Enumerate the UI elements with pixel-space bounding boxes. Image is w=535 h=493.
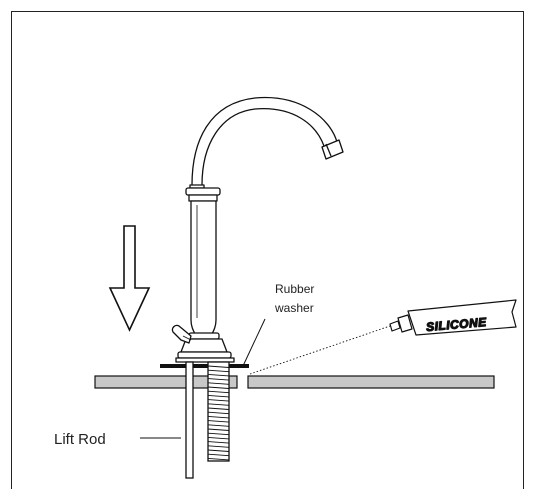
- lift-rod: [185, 361, 194, 479]
- thread-line: [207, 457, 230, 461]
- silicone-tube-icon: SILICONE: [389, 299, 517, 336]
- thread-line: [207, 411, 230, 415]
- thread-line: [207, 428, 230, 431]
- thread-line: [207, 369, 230, 373]
- thread-line: [207, 403, 230, 406]
- silicone-label: SILICONE: [426, 315, 488, 334]
- silicone-dotted-line: [249, 325, 391, 375]
- thread-line: [207, 436, 230, 440]
- countertop-left: [94, 375, 238, 389]
- rubber-washer-label-line2: washer: [274, 301, 314, 315]
- thread-line: [207, 415, 230, 419]
- thread-line: [207, 365, 230, 368]
- thread-line: [207, 382, 230, 385]
- thread-line: [207, 407, 230, 410]
- countertop-right: [247, 375, 495, 389]
- threaded-shank: [207, 361, 230, 462]
- thread-line: [207, 386, 230, 389]
- rubber-washer-label-line1: Rubber: [275, 282, 314, 296]
- thread-line: [207, 390, 230, 394]
- thread-line: [207, 373, 230, 377]
- thread-line: [207, 441, 230, 444]
- thread-line: [207, 424, 230, 427]
- faucet: [171, 96, 344, 363]
- thread-line: [207, 420, 230, 423]
- down-arrow-icon: [108, 225, 151, 332]
- thread-line: [207, 399, 230, 402]
- thread-line: [207, 394, 230, 398]
- thread-line: [207, 453, 230, 457]
- thread-line: [207, 432, 230, 436]
- diagram-frame: [11, 11, 524, 489]
- thread-line: [207, 378, 230, 381]
- thread-line: [207, 449, 230, 452]
- washer-leader-line: [242, 318, 266, 367]
- rubber-washer: [160, 364, 249, 368]
- thread-line: [207, 445, 230, 448]
- lift-rod-label: Lift Rod: [54, 431, 106, 448]
